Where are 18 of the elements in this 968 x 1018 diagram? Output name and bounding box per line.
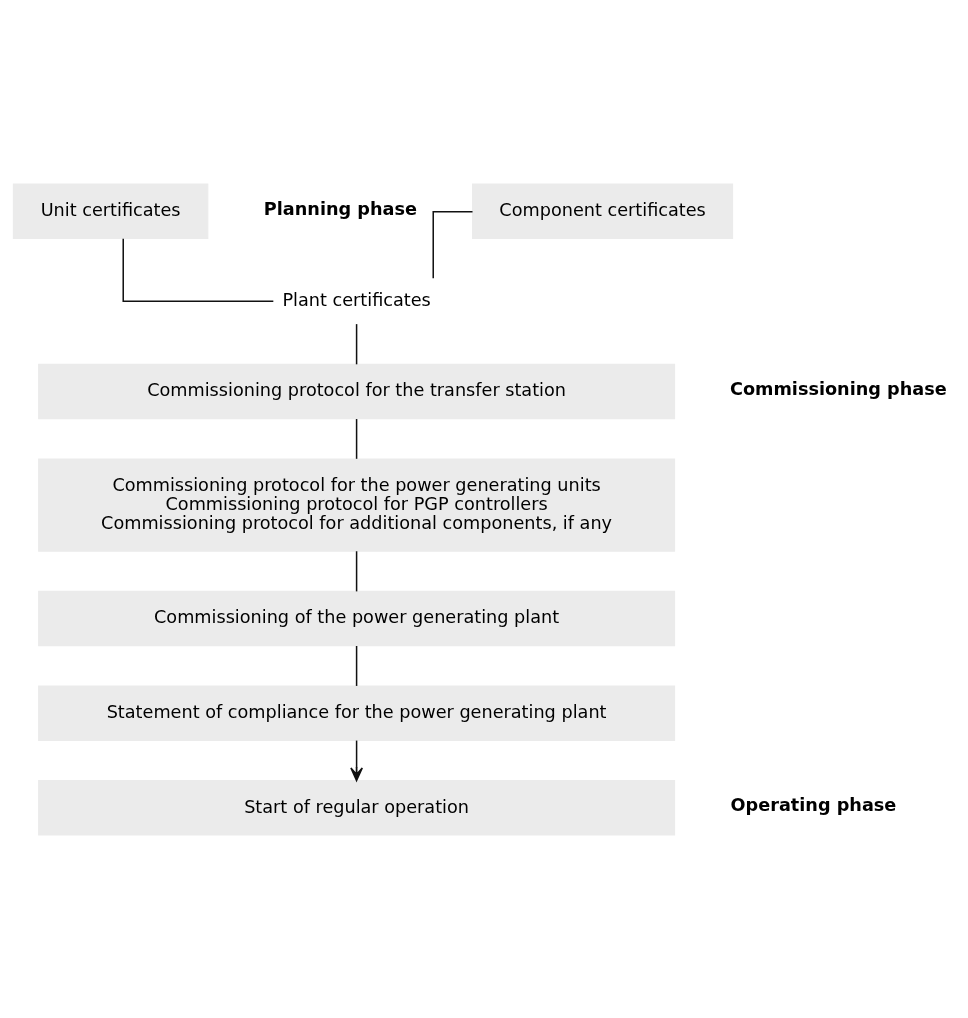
- node-box: Commissioning protocol for the power generating units Commissioning protocol for PGP controllers Commissioning protocol for additional components, if any: [38, 457, 676, 552]
- node-box: Component certificates: [472, 182, 734, 239]
- node-box: Start of regular operation: [38, 779, 676, 836]
- arrow: [350, 739, 364, 781]
- node-box: Commissioning protocol for the transfer station: [38, 363, 676, 419]
- connector: [122, 237, 275, 302]
- connector: [355, 550, 358, 592]
- node-text: Plant certificates: [282, 289, 431, 310]
- label: Operating phase: [730, 794, 897, 815]
- node-box: Commissioning of the power generating plant: [38, 590, 676, 646]
- connector: [355, 644, 358, 687]
- label: Planning phase: [263, 198, 417, 219]
- connector: [432, 210, 474, 279]
- label: Commissioning phase: [729, 378, 947, 399]
- node-box: Unit certificates: [12, 182, 209, 239]
- connector: [355, 322, 358, 365]
- node-box: Statement of compliance for the power generating plant: [38, 684, 676, 741]
- connector: [355, 417, 358, 460]
